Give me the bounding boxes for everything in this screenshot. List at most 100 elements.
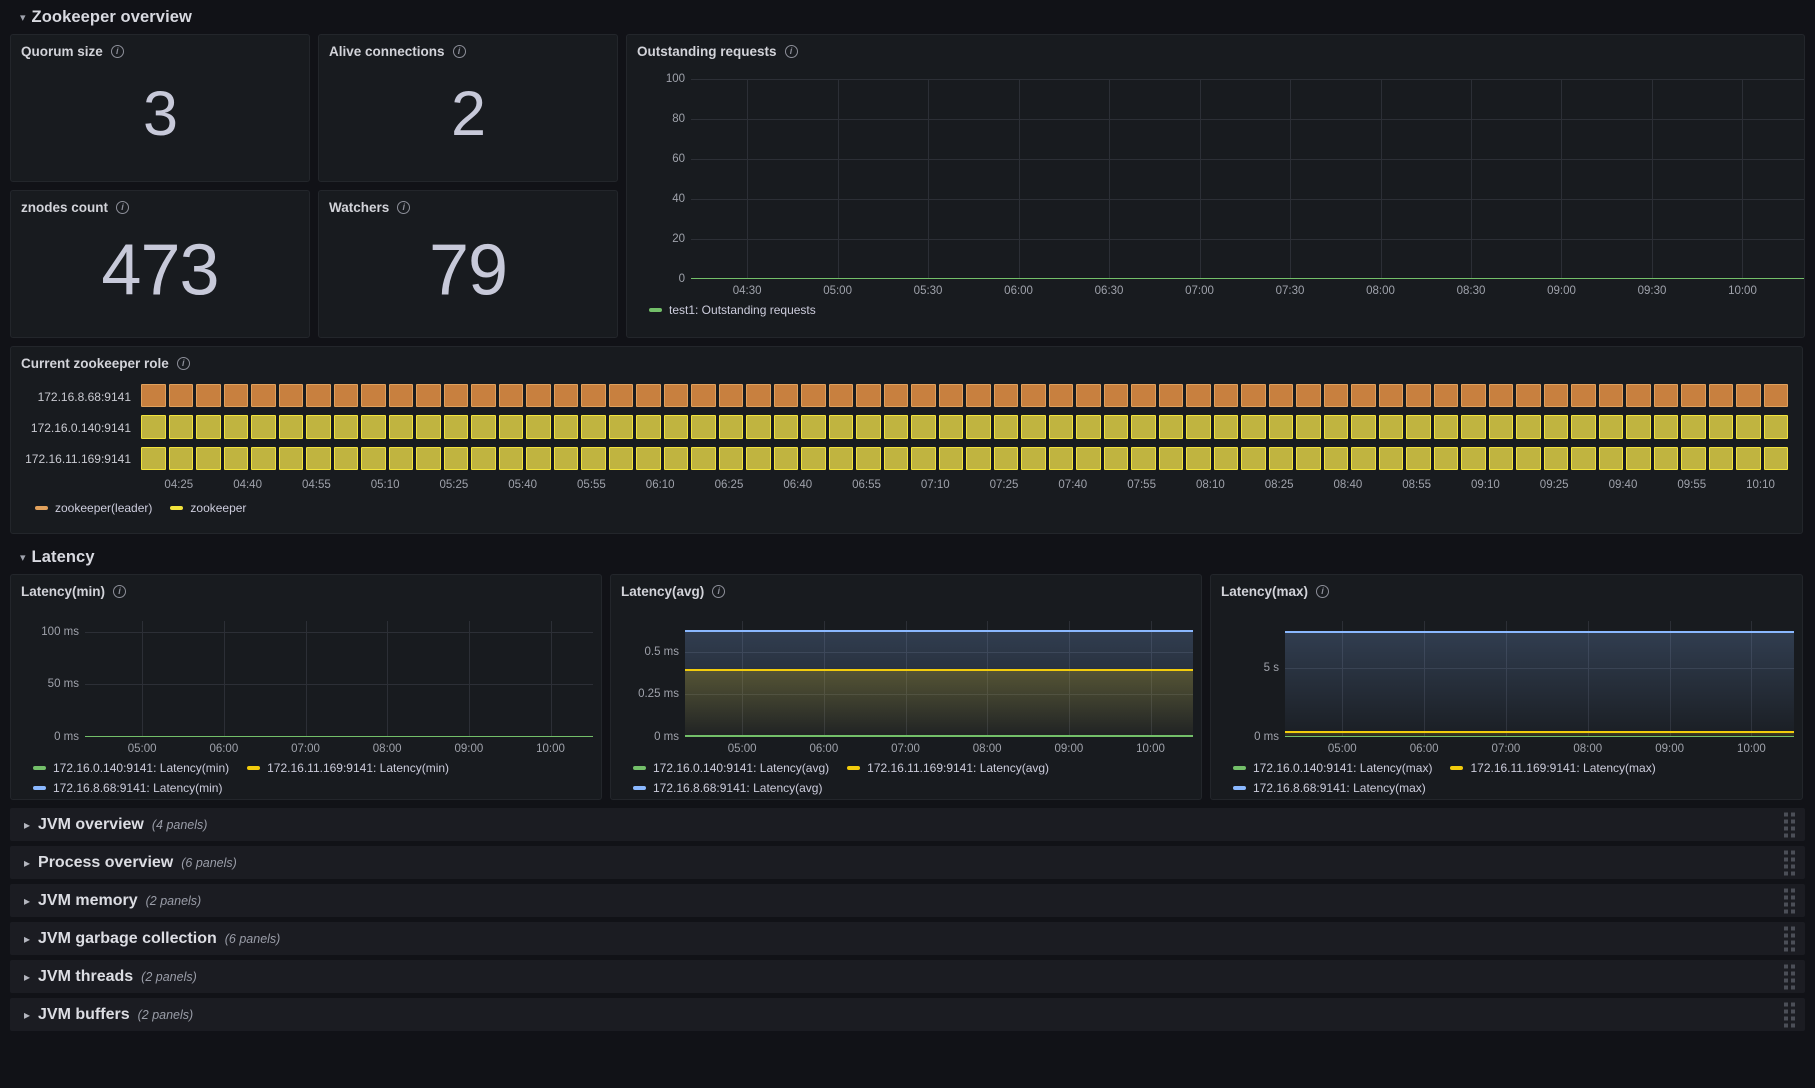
panel-header: znodes count i xyxy=(11,191,309,215)
legend-item[interactable]: 172.16.8.68:9141: Latency(max) xyxy=(1233,781,1426,795)
panel-alive-connections[interactable]: Alive connections i 2 xyxy=(318,34,618,182)
timeline-cell xyxy=(1653,415,1678,439)
timeline-cell xyxy=(718,446,743,470)
panel-current-zookeeper-role[interactable]: Current zookeeper role i 172.16.8.68:914… xyxy=(10,346,1803,534)
legend-item[interactable]: 172.16.8.68:9141: Latency(min) xyxy=(33,781,222,795)
timeline-cell xyxy=(1626,384,1651,408)
timeline-cell xyxy=(1571,446,1596,470)
drag-handle-icon[interactable] xyxy=(1784,1002,1795,1027)
panel-header: Current zookeeper role i xyxy=(11,347,1802,371)
timeline-cell xyxy=(1433,415,1458,439)
timeline-cell xyxy=(966,415,991,439)
timeline-cell xyxy=(1241,384,1266,408)
x-axis-tick-label: 05:10 xyxy=(370,479,400,491)
info-icon[interactable]: i xyxy=(452,45,466,58)
timeline-row-track[interactable] xyxy=(141,446,1788,470)
info-icon[interactable]: i xyxy=(116,201,129,214)
info-icon[interactable]: i xyxy=(110,45,124,58)
x-axis-tick-label: 09:25 xyxy=(1539,479,1569,491)
legend-item[interactable]: 172.16.0.140:9141: Latency(min) xyxy=(33,761,229,775)
info-icon[interactable]: i xyxy=(1316,585,1330,598)
legend-item[interactable]: 172.16.0.140:9141: Latency(avg) xyxy=(633,761,829,775)
panel-watchers[interactable]: Watchers i 79 xyxy=(318,190,618,338)
panel-quorum-size[interactable]: Quorum size i 3 xyxy=(10,34,310,182)
timeline-cell xyxy=(746,384,771,408)
timeline-cell xyxy=(1378,384,1403,408)
panel-header: Outstanding requests i xyxy=(627,35,1804,59)
collapsed-row-jvm-overview[interactable]: ▸JVM overview(4 panels) xyxy=(10,808,1805,841)
info-icon[interactable]: i xyxy=(176,357,190,370)
collapsed-row-jvm-threads[interactable]: ▸JVM threads(2 panels) xyxy=(10,960,1805,993)
series-area xyxy=(685,670,1193,737)
collapsed-row-process-overview[interactable]: ▸Process overview(6 panels) xyxy=(10,846,1805,879)
legend-item[interactable]: 172.16.8.68:9141: Latency(avg) xyxy=(633,781,822,795)
collapsed-row-title: JVM buffers xyxy=(38,1005,130,1023)
legend-label: test1: Outstanding requests xyxy=(669,303,816,317)
timeline-cell xyxy=(993,415,1018,439)
legend-color-swatch xyxy=(1450,766,1464,770)
timeline-row-track[interactable] xyxy=(141,384,1788,408)
row-header-zookeeper-overview[interactable]: ▾ Zookeeper overview xyxy=(10,0,1805,34)
gridline-horizontal xyxy=(1285,667,1794,669)
gridline-horizontal xyxy=(85,684,593,686)
timeline-cell xyxy=(938,446,963,470)
info-icon[interactable]: i xyxy=(712,585,726,598)
timeline-cell xyxy=(1296,415,1321,439)
timeline-cell xyxy=(1186,384,1211,408)
collapsed-row-jvm-memory[interactable]: ▸JVM memory(2 panels) xyxy=(10,884,1805,917)
timeline-cell xyxy=(1488,384,1513,408)
timeline-cell xyxy=(388,415,413,439)
collapsed-row-jvm-garbage-collection[interactable]: ▸JVM garbage collection(6 panels) xyxy=(10,922,1805,955)
timeline-cell xyxy=(553,384,578,408)
timeline-cell xyxy=(1323,384,1348,408)
timeline-cell xyxy=(196,384,221,408)
plot-area xyxy=(85,621,593,737)
timeline-cell xyxy=(1736,384,1761,408)
gridline-vertical xyxy=(905,621,907,737)
row-header-latency[interactable]: ▾ Latency xyxy=(10,540,1805,574)
gridline-vertical xyxy=(1471,79,1472,279)
zookeeper-overview-grid: Quorum size i 3 znodes count i 473 Alive… xyxy=(10,34,1805,338)
drag-handle-icon[interactable] xyxy=(1784,926,1795,951)
legend-item[interactable]: zookeeper(leader) xyxy=(35,501,152,515)
gridline-vertical xyxy=(928,79,930,279)
timeline-cell xyxy=(443,446,468,470)
panel-znodes-count[interactable]: znodes count i 473 xyxy=(10,190,310,338)
drag-handle-icon[interactable] xyxy=(1784,888,1795,913)
timeline-cell xyxy=(168,415,193,439)
timeline-cell xyxy=(1241,446,1266,470)
legend-item[interactable]: zookeeper xyxy=(170,501,246,515)
collapsed-row-jvm-buffers[interactable]: ▸JVM buffers(2 panels) xyxy=(10,998,1805,1031)
legend-item[interactable]: test1: Outstanding requests xyxy=(649,303,816,317)
timeline-cell xyxy=(306,384,331,408)
timeline-row-track[interactable] xyxy=(141,415,1788,439)
drag-handle-icon[interactable] xyxy=(1784,812,1795,837)
stat-value: 3 xyxy=(142,78,178,149)
x-axis-tick-label: 08:00 xyxy=(972,743,1002,755)
info-icon[interactable]: i xyxy=(397,201,411,214)
drag-handle-icon[interactable] xyxy=(1784,964,1795,989)
legend-item[interactable]: 172.16.11.169:9141: Latency(min) xyxy=(247,761,449,775)
info-icon[interactable]: i xyxy=(784,45,798,58)
timeline-cell xyxy=(1488,446,1513,470)
panel-title-text: Quorum size xyxy=(21,44,103,59)
legend-item[interactable]: 172.16.0.140:9141: Latency(max) xyxy=(1233,761,1432,775)
info-icon[interactable]: i xyxy=(113,585,127,598)
x-axis-tick-label: 07:00 xyxy=(1491,743,1521,755)
timeline-cell xyxy=(801,415,826,439)
timeline-cell xyxy=(1186,446,1211,470)
drag-handle-icon[interactable] xyxy=(1784,850,1795,875)
timeline-cell xyxy=(581,446,606,470)
series-area xyxy=(685,631,1193,737)
legend-item[interactable]: 172.16.11.169:9141: Latency(max) xyxy=(1450,761,1656,775)
timeline-cell xyxy=(388,446,413,470)
legend-color-swatch xyxy=(1233,786,1246,790)
legend-item[interactable]: 172.16.11.169:9141: Latency(avg) xyxy=(847,761,1049,775)
timeline-cell xyxy=(498,415,523,439)
timeline-cell xyxy=(471,446,496,470)
